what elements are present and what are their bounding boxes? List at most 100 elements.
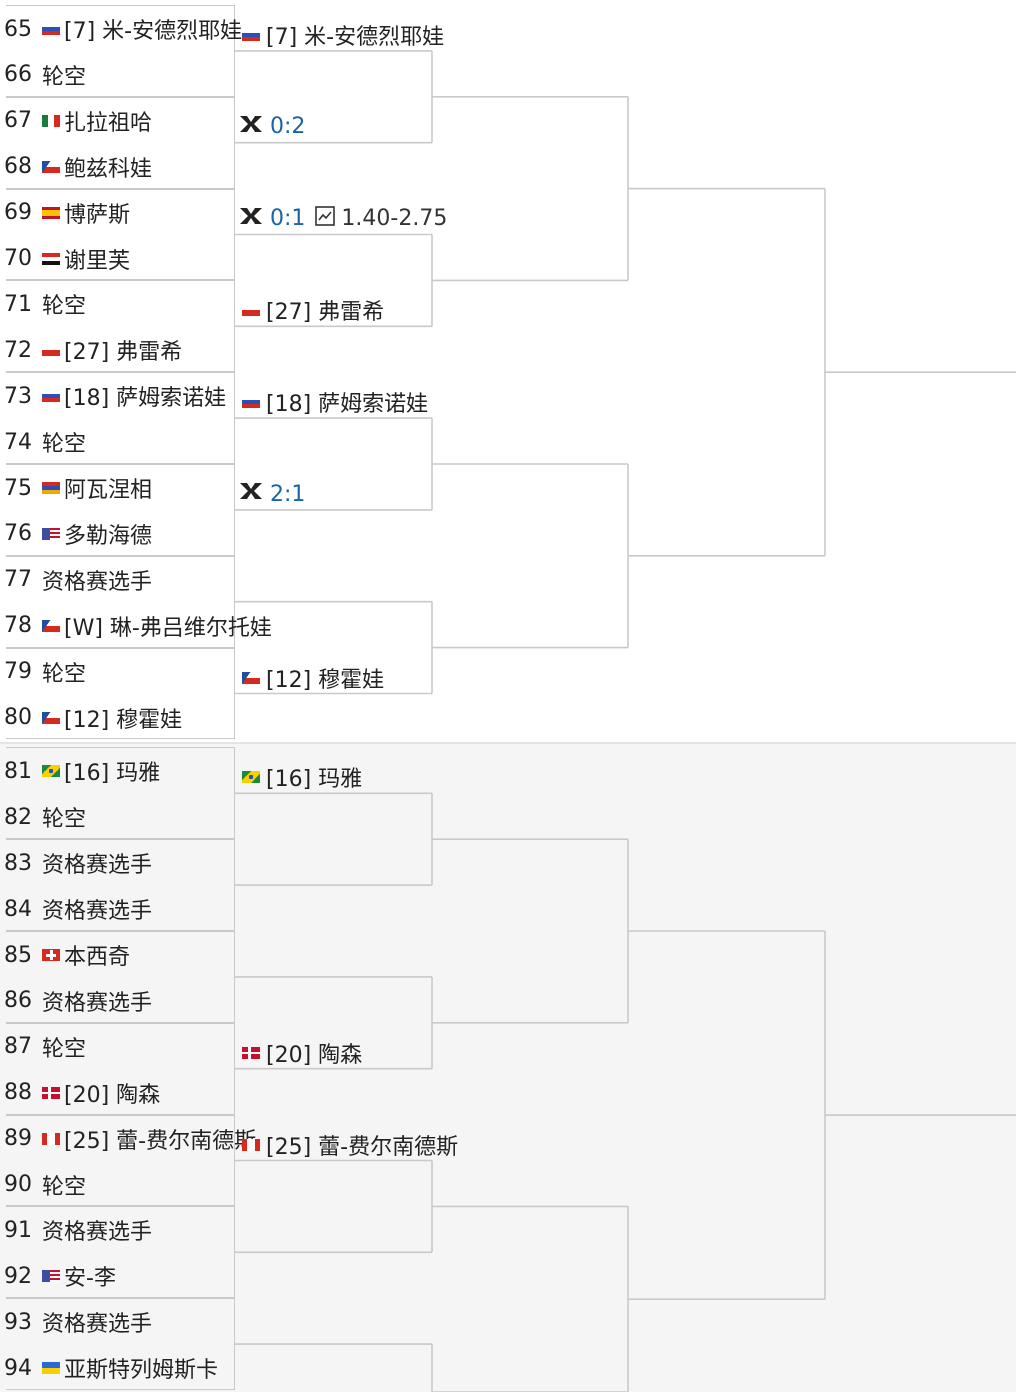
- round2-player[interactable]: [25] 蕾-费尔南德斯: [238, 1127, 458, 1163]
- live-match[interactable]: 2:1: [238, 476, 305, 512]
- round2-player[interactable]: [7] 米-安德烈耶娃: [238, 17, 444, 53]
- draw-number: 67: [4, 108, 32, 134]
- player-name[interactable]: [7] 米-安德烈耶娃: [266, 25, 445, 50]
- draw-number: 86: [4, 988, 32, 1014]
- round2-player[interactable]: [20] 陶森: [238, 1035, 362, 1071]
- player-name[interactable]: 资格赛选手: [42, 990, 153, 1016]
- player-name[interactable]: 阿瓦涅相: [64, 478, 153, 503]
- player-row[interactable]: 70 谢里芙: [0, 237, 130, 281]
- player-row[interactable]: 80[12] 穆霍娃: [0, 696, 182, 740]
- player-name[interactable]: 轮空: [42, 1174, 87, 1200]
- player-name[interactable]: [20] 陶森: [266, 1042, 363, 1068]
- player-name[interactable]: 资格赛选手: [42, 853, 153, 879]
- player-name[interactable]: 博萨斯: [64, 202, 131, 228]
- odds-chart-icon: [315, 205, 336, 232]
- ru-flag-icon: [242, 396, 260, 409]
- draw-number: 68: [4, 154, 32, 180]
- player-name[interactable]: 轮空: [42, 807, 87, 833]
- player-row[interactable]: 88[20] 陶森: [0, 1071, 160, 1115]
- player-name[interactable]: 轮空: [42, 1036, 87, 1062]
- round2-player[interactable]: [27] 弗雷希: [238, 292, 384, 328]
- player-name[interactable]: [12] 穆霍娃: [266, 667, 385, 693]
- player-name[interactable]: [20] 陶森: [64, 1082, 161, 1108]
- round2-player[interactable]: [16] 玛雅: [238, 759, 362, 795]
- draw-number: 81: [4, 758, 32, 784]
- live-tennis-icon: [238, 112, 264, 142]
- player-name[interactable]: 本西奇: [64, 945, 131, 970]
- round2-player[interactable]: [18] 萨姆索诺娃: [238, 384, 428, 420]
- player-name[interactable]: [7] 米-安德烈耶娃: [64, 19, 243, 44]
- player-name[interactable]: [18] 萨姆索诺娃: [266, 392, 429, 418]
- live-score: 2:1: [270, 481, 306, 507]
- match-box: [6, 1022, 235, 1115]
- draw-number: 74: [4, 429, 32, 455]
- cz-flag-icon: [42, 711, 60, 724]
- player-row[interactable]: 92 安-李: [0, 1254, 116, 1298]
- player-name[interactable]: [27] 弗雷希: [266, 300, 385, 326]
- player-row[interactable]: 73[18] 萨姆索诺娃: [0, 374, 226, 418]
- player-name[interactable]: [27] 弗雷希: [64, 340, 183, 366]
- player-name[interactable]: 轮空: [42, 64, 87, 90]
- player-row[interactable]: 79 轮空: [0, 650, 86, 694]
- player-name[interactable]: 亚斯特列姆斯卡: [64, 1358, 219, 1384]
- player-name[interactable]: 资格赛选手: [42, 899, 153, 925]
- pl-flag-icon: [242, 304, 260, 317]
- player-row[interactable]: 65 [7] 米-安德烈耶娃: [0, 7, 242, 51]
- player-name[interactable]: 轮空: [42, 294, 87, 320]
- player-name[interactable]: [16] 玛雅: [266, 767, 363, 793]
- draw-number: 70: [4, 246, 32, 271]
- player-name[interactable]: [25] 蕾-费尔南德斯: [64, 1128, 257, 1154]
- draw-number: 71: [4, 291, 32, 317]
- player-row[interactable]: 93 资格赛选手: [0, 1300, 152, 1344]
- player-row[interactable]: 78[W] 琳-弗吕维尔托娃: [0, 604, 272, 648]
- player-name[interactable]: 扎拉祖哈: [64, 110, 153, 136]
- player-name[interactable]: 资格赛选手: [42, 569, 153, 595]
- player-name[interactable]: 轮空: [42, 661, 87, 687]
- player-name[interactable]: [25] 蕾-费尔南德斯: [266, 1134, 459, 1160]
- player-row[interactable]: 67 扎拉祖哈: [0, 99, 152, 143]
- player-row[interactable]: 72[27] 弗雷希: [0, 328, 182, 372]
- player-row[interactable]: 71 轮空: [0, 282, 86, 326]
- draw-number: 79: [4, 659, 32, 685]
- player-row[interactable]: 81 [16] 玛雅: [0, 749, 160, 793]
- player-name[interactable]: 多勒海德: [64, 523, 153, 549]
- player-name[interactable]: 鲍兹科娃: [64, 156, 153, 182]
- player-name[interactable]: 资格赛选手: [42, 1220, 153, 1246]
- player-row[interactable]: 68 鲍兹科娃: [0, 145, 152, 189]
- cz-flag-icon: [42, 619, 60, 632]
- player-row[interactable]: 89 [25] 蕾-费尔南德斯: [0, 1117, 256, 1161]
- player-name[interactable]: [12] 穆霍娃: [64, 707, 183, 733]
- player-name[interactable]: 资格赛选手: [42, 1312, 153, 1338]
- player-name[interactable]: [16] 玛雅: [64, 761, 161, 787]
- draw-number: 89: [4, 1126, 32, 1152]
- eg-flag-icon: [42, 252, 60, 265]
- player-name[interactable]: 安-李: [64, 1266, 116, 1292]
- round2-player[interactable]: [12] 穆霍娃: [238, 660, 384, 696]
- draw-number: 65: [4, 16, 32, 42]
- live-match[interactable]: 0:2: [238, 109, 305, 145]
- player-name[interactable]: [18] 萨姆索诺娃: [64, 386, 227, 412]
- player-name[interactable]: [W] 琳-弗吕维尔托娃: [64, 615, 272, 641]
- draw-number: 92: [4, 1263, 32, 1289]
- draw-section-bottom: [0, 742, 1016, 1392]
- player-name[interactable]: 谢里芙: [64, 248, 131, 274]
- player-row[interactable]: 74 轮空: [0, 420, 86, 464]
- dk-flag-icon: [242, 1046, 260, 1059]
- player-row[interactable]: 86 资格赛选手: [0, 979, 152, 1023]
- player-name[interactable]: 轮空: [42, 432, 87, 458]
- draw-number: 93: [4, 1309, 32, 1335]
